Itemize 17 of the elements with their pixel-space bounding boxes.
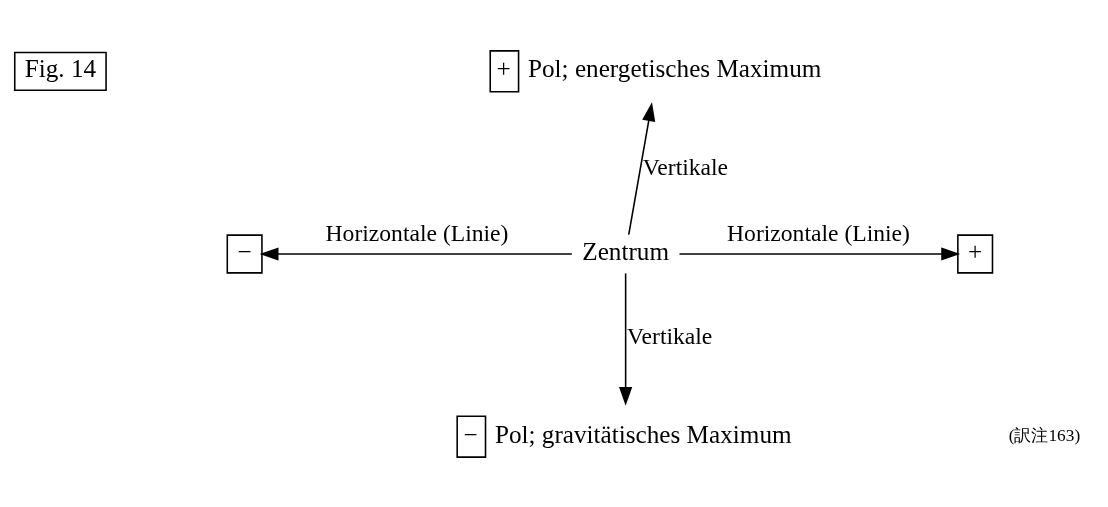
edge-label: Horizontale (Linie) <box>325 219 509 246</box>
arrow <box>259 246 573 261</box>
node-label: Pol; energetisches Maximum <box>528 54 822 82</box>
arrow <box>627 101 656 235</box>
node-box: + <box>957 233 994 274</box>
node-label: Pol; gravitätisches Maximum <box>494 420 792 448</box>
node-text: Zentrum <box>582 237 670 265</box>
edge-label: Vertikale <box>642 153 729 180</box>
node-box: Fig. 14 <box>13 51 107 91</box>
arrow <box>678 246 961 261</box>
node-box: − <box>226 233 263 274</box>
edge-label: Horizontale (Linie) <box>727 219 910 246</box>
node-box: − <box>456 414 487 458</box>
label: (訳注163) <box>1008 425 1081 445</box>
arrow <box>619 272 633 406</box>
node-box: + <box>489 49 520 93</box>
edge-label: Vertikale <box>627 322 713 349</box>
